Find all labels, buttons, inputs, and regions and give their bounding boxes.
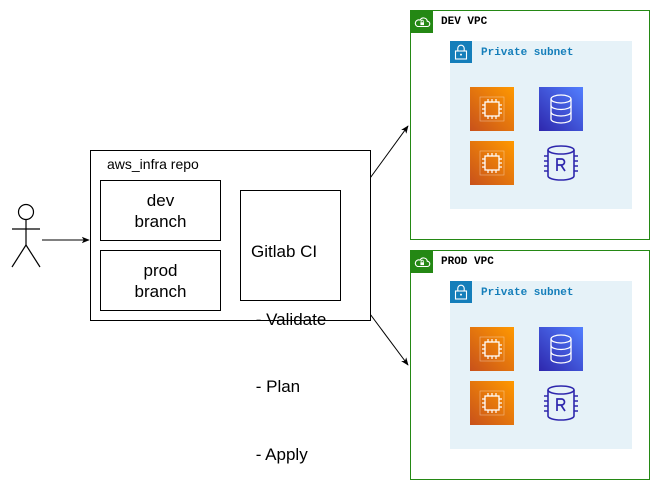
dev-subnet-label: Private subnet [481,47,574,59]
prod-subnet-label: Private subnet [481,287,574,299]
prod-vpc-label: PROD VPC [441,256,494,268]
dev-branch-box: dev branch [100,180,221,241]
prod-branch-line-1: prod [143,260,178,280]
ec2-instance-icon [470,327,514,371]
gitlab-ci-step-validate: - Validate [251,309,327,329]
padlock-icon [450,281,472,303]
ec2-instance-icon [470,87,514,131]
gitlab-ci-step-plan: - Plan [251,377,301,396]
gitlab-ci-title: Gitlab CI [251,242,318,261]
user-actor-icon [11,203,41,268]
repo-title: aws_infra repo [107,156,199,172]
ec2-instance-icon [470,141,514,185]
cloud-lock-icon [411,251,433,273]
dev-vpc-group: DEV VPC Private subnet [410,10,650,240]
dev-branch-line-2: branch [134,211,187,231]
prod-branch-line-2: branch [134,281,187,301]
padlock-icon [450,41,472,63]
prod-vpc-group: PROD VPC Private subnet [410,250,650,480]
gitlab-ci-step-apply: - Apply [251,444,308,464]
rds-read-replica-icon [539,381,583,425]
ec2-instance-icon [470,381,514,425]
prod-private-subnet: Private subnet [450,281,632,449]
dev-branch-line-1: dev [146,190,175,210]
gitlab-ci-box: Gitlab CI - Validate - Plan - Apply [240,190,341,464]
cloud-lock-icon [411,11,433,33]
dev-vpc-label: DEV VPC [441,16,488,28]
rds-database-icon [539,327,583,371]
dev-private-subnet: Private subnet [450,41,632,209]
rds-database-icon [539,87,583,131]
rds-read-replica-icon [539,141,583,185]
prod-branch-box: prod branch [100,250,221,311]
